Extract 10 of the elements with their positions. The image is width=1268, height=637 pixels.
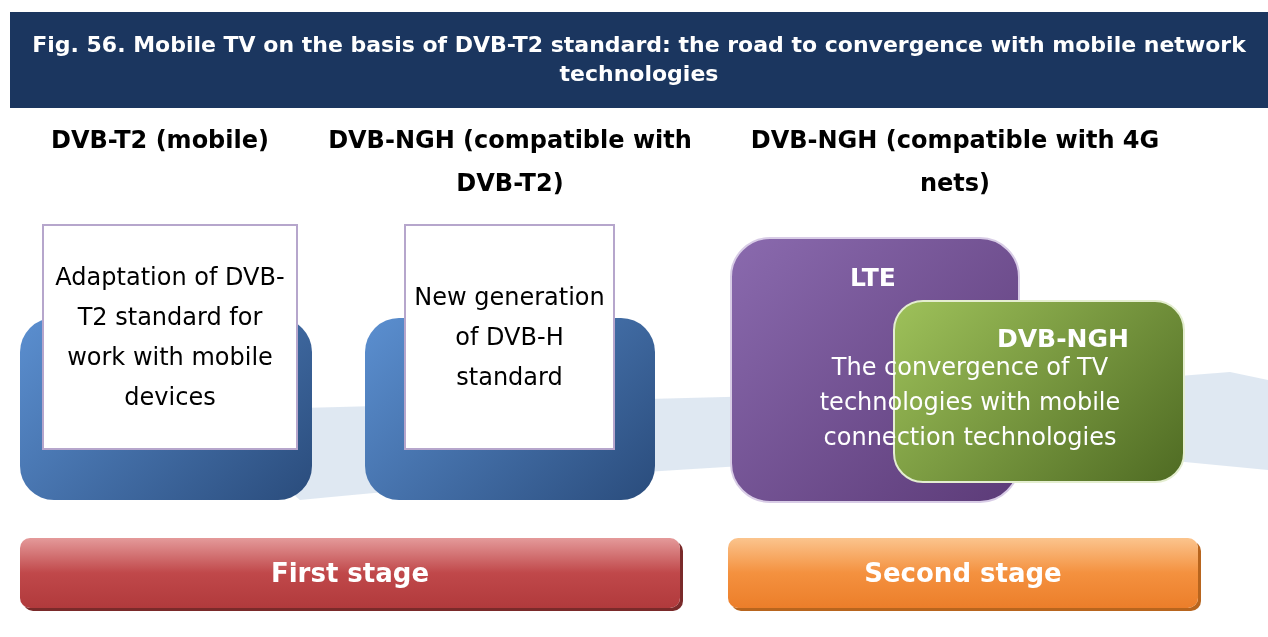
box-heading: LTE [850,263,896,292]
description-box: New generation of DVB-H standard [404,224,615,450]
column-heading: DVB-NGH (compatible with DVB-T2) [327,125,693,199]
stage-bar: First stage [20,538,680,608]
box-heading: DVB-NGH [997,324,1129,353]
title-banner: Fig. 56. Mobile TV on the basis of DVB-T2 standard: the road to convergence with mobile network technologies [10,12,1268,108]
column-heading: DVB-NGH (compatible with 4G nets) [749,125,1161,199]
column-heading: DVB-T2 (mobile) [50,125,270,156]
stage-bar: Second stage [728,538,1198,608]
description-box: Adaptation of DVB-T2 standard for work with mobile devices [42,224,298,450]
